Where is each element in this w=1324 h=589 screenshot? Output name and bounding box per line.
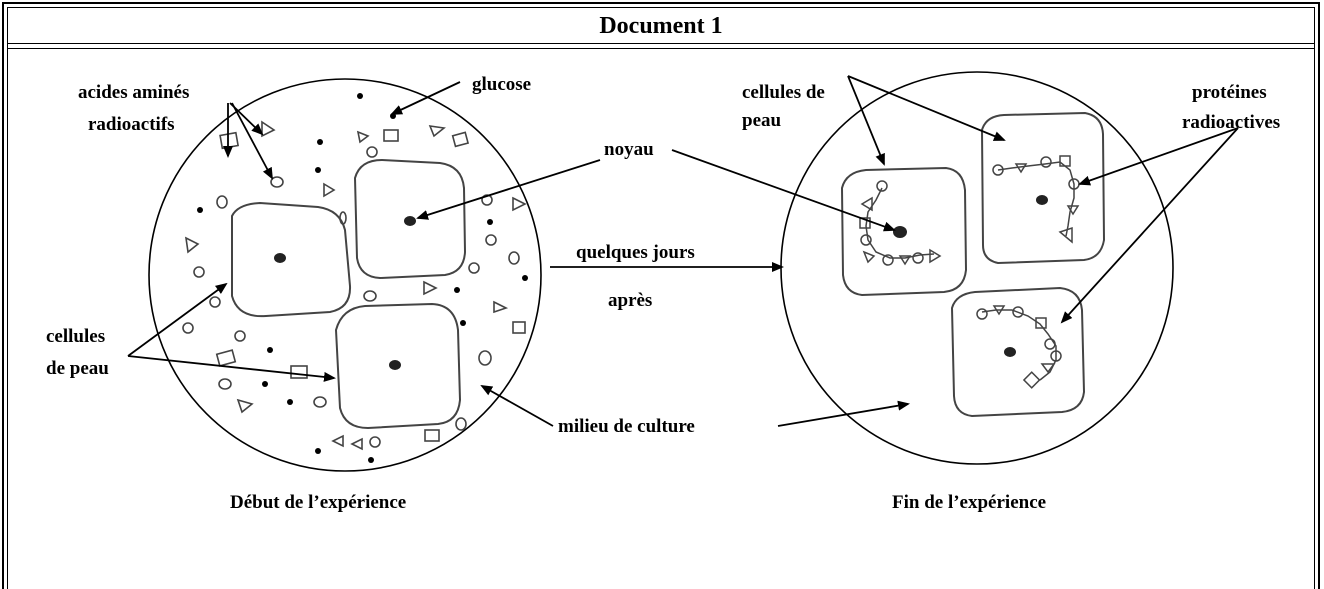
right-dish-outline	[780, 71, 1174, 465]
glucose-dots	[197, 93, 528, 463]
left-nucleus-3	[389, 360, 401, 370]
left-nucleus-1	[274, 253, 286, 263]
right-culture-dish	[780, 71, 1174, 465]
label-radioactifs: radioactifs	[88, 114, 175, 135]
left-cell-1	[231, 201, 352, 318]
label-cellules-de-right: cellules de	[742, 82, 825, 103]
label-milieu-culture: milieu de culture	[558, 416, 695, 437]
left-cell-3	[334, 302, 462, 430]
label-arrows	[127, 75, 1239, 427]
label-glucose: glucose	[472, 74, 531, 95]
label-fin-experience: Fin de l’expérience	[892, 492, 1046, 513]
left-cell-2	[353, 158, 467, 280]
right-cell-2	[980, 111, 1106, 265]
right-nucleus-3	[1004, 347, 1016, 357]
radioactive-protein-chains	[859, 155, 1080, 389]
label-debut-experience: Début de l’expérience	[230, 492, 406, 513]
left-nucleus-2	[404, 216, 416, 226]
label-apres: après	[608, 290, 652, 311]
right-cell-3	[950, 286, 1086, 418]
right-nucleus-1	[893, 226, 907, 238]
title-separator-double	[7, 48, 1315, 49]
label-noyau: noyau	[604, 139, 654, 160]
label-proteines: protéines	[1192, 82, 1267, 103]
label-de-peau-left: de peau	[46, 358, 109, 379]
label-peau-right: peau	[742, 110, 782, 131]
label-acides-amines: acides aminés	[78, 82, 189, 103]
label-radioactives: radioactives	[1182, 112, 1280, 133]
title-separator	[7, 43, 1315, 44]
inner-frame	[7, 7, 1315, 589]
left-dish-outline	[148, 78, 542, 472]
right-cell-1	[840, 166, 968, 297]
right-nucleus-2	[1036, 195, 1048, 205]
label-quelques-jours: quelques jours	[576, 242, 695, 263]
amino-acid-shapes	[182, 120, 527, 451]
left-culture-dish	[148, 78, 542, 472]
label-cellules-left: cellules	[46, 326, 105, 347]
diagram-labels: acides aminés radioactifs glucose noyau …	[46, 74, 1280, 513]
document-title: Document 1	[599, 13, 723, 39]
